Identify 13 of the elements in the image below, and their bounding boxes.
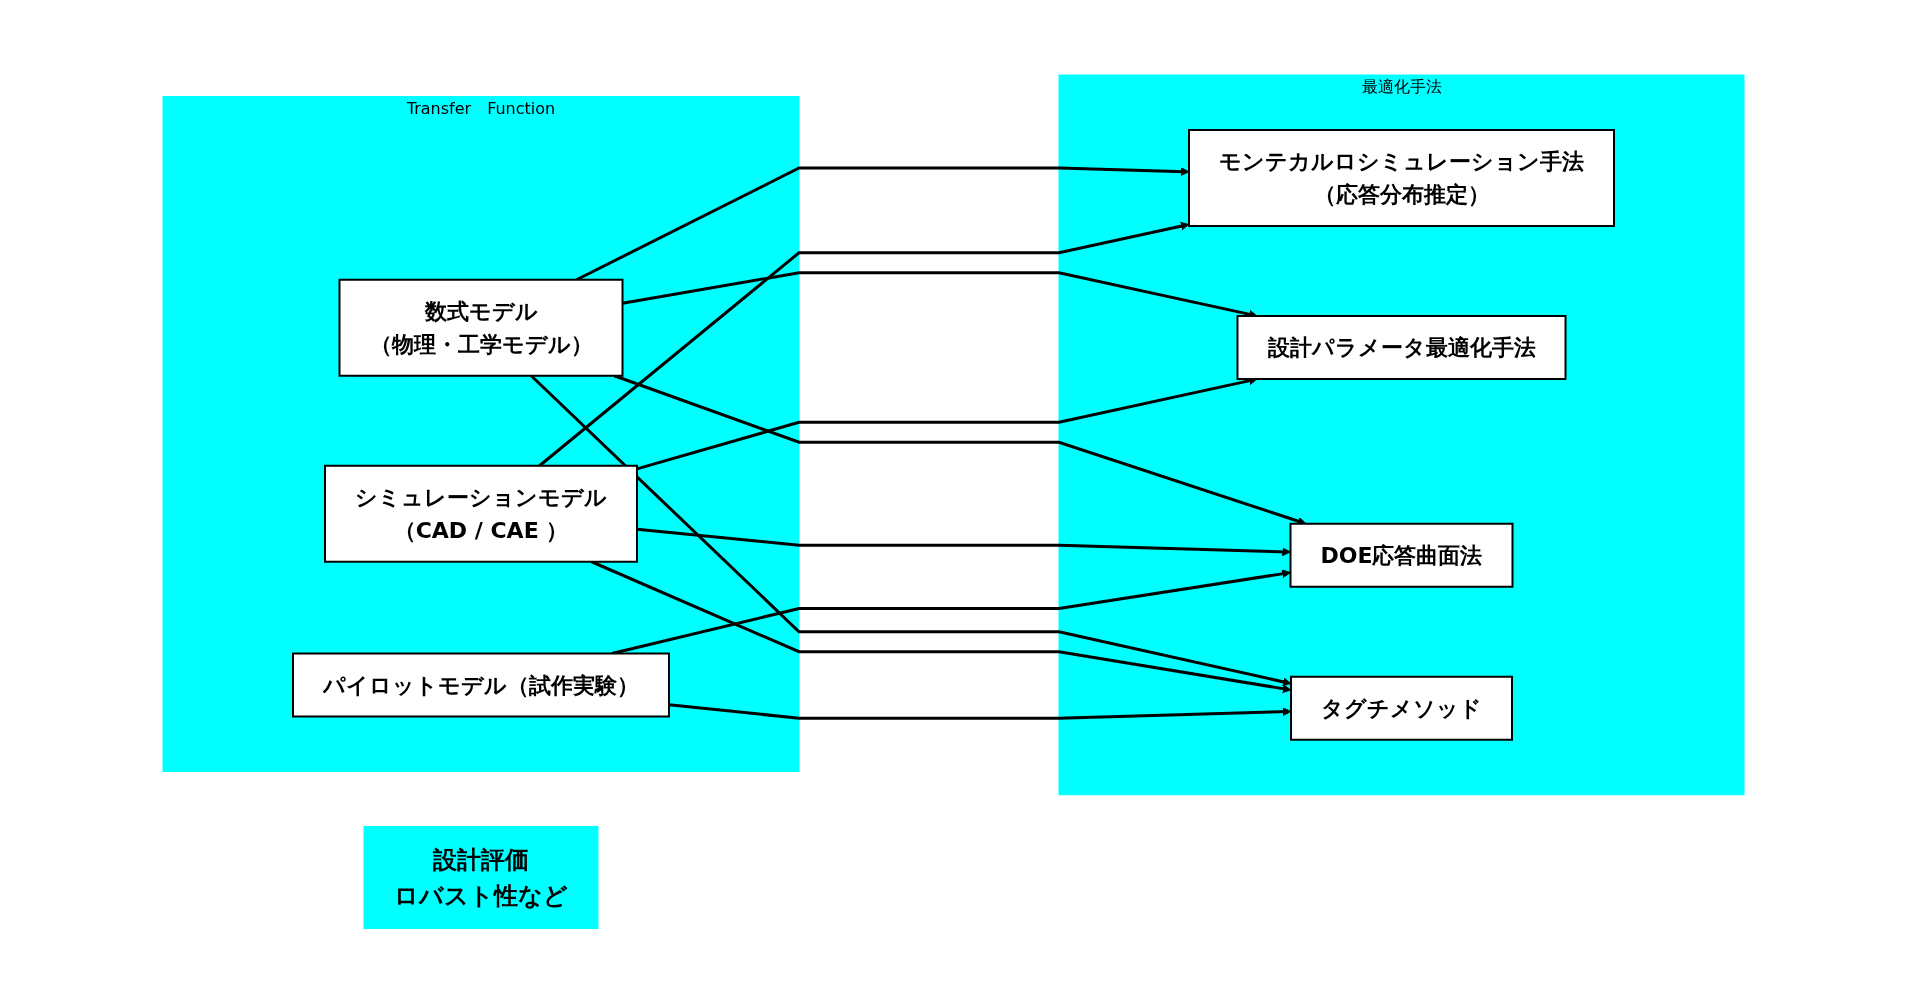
- node-box: 設計パラメータ最適化手法: [1236, 315, 1566, 381]
- arrow: [575, 166, 1189, 282]
- arrow: [636, 527, 1291, 557]
- node-box: DOE応答曲面法: [1289, 523, 1513, 588]
- node-box: タグチメソッド: [1289, 676, 1513, 741]
- node-box: 数式モデル （物理・工学モデル）: [338, 279, 623, 377]
- node-box: シミュレーションモデル （CAD / CAE ）: [323, 465, 638, 563]
- node-box: モンテカルロシミュレーション手法 （応答分布推定）: [1187, 129, 1615, 228]
- arrow: [668, 703, 1291, 720]
- node-box: 設計評価 ロバスト性など: [363, 826, 598, 930]
- arrow: [613, 374, 1306, 526]
- arrow: [538, 222, 1189, 468]
- node-box: パイロットモデル（試作実験）: [291, 652, 670, 718]
